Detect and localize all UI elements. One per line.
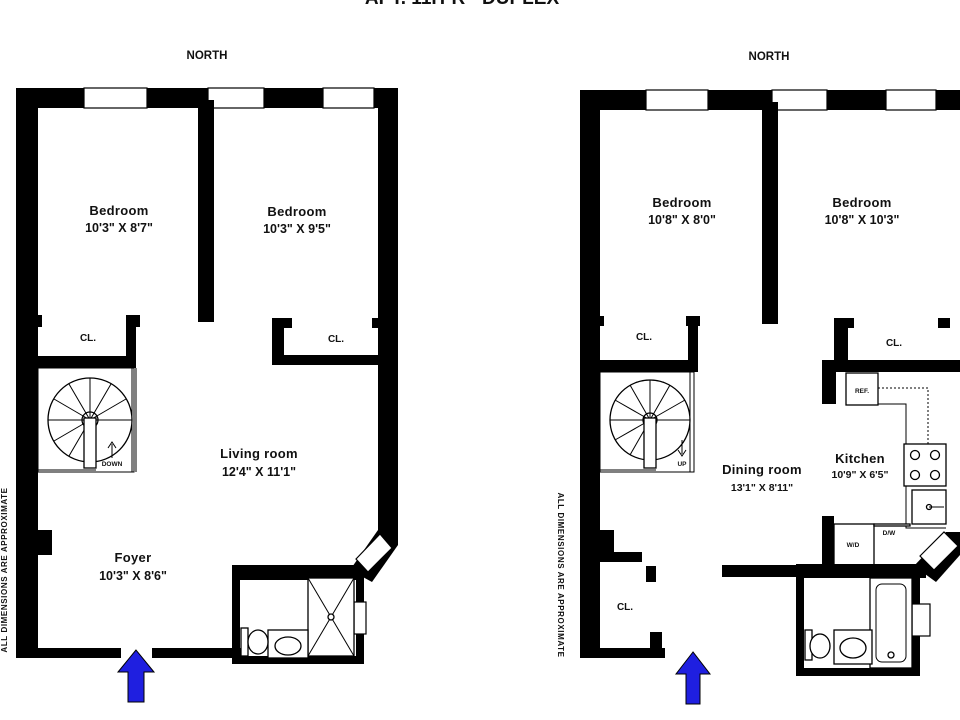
left-bedroom2-name: Bedroom [267, 204, 326, 219]
left-window-3 [322, 87, 375, 109]
right-toilet-bowl [809, 633, 831, 659]
left-stair-frame [37, 367, 135, 473]
left-window-2 [207, 87, 265, 109]
left-window-1 [83, 87, 148, 109]
dining-room-name: Dining room [722, 462, 802, 477]
right-bath-west [796, 564, 804, 676]
left-closet2-top-b [372, 318, 382, 328]
right-bedroom1-name: Bedroom [652, 195, 711, 210]
right-closet2-bottom [834, 360, 960, 372]
right-closet3-top [598, 552, 642, 562]
left-spiral-stair [47, 377, 133, 469]
wd-label: W/D [847, 542, 860, 549]
left-bottom-wall-a [16, 648, 121, 658]
right-diagonal-window [919, 531, 959, 571]
dining-room-dims: 13'1" X 8'11" [731, 482, 793, 494]
right-west-wall [580, 90, 600, 658]
left-west-wall [16, 88, 38, 658]
left-floor-plan: NORTH [16, 50, 398, 703]
left-diagonal-window [355, 533, 393, 573]
kitchen-west-wall-b [822, 516, 834, 568]
left-closet2-bottom [272, 355, 384, 365]
right-stair-label: UP [677, 461, 687, 468]
right-spiral-stair [609, 379, 691, 469]
living-room-dims: 12'4" X 11'1" [222, 465, 296, 479]
right-entry-arrow [674, 651, 712, 705]
left-entry-arrow [116, 649, 156, 703]
right-window-3 [885, 89, 937, 111]
left-bedroom1-name: Bedroom [89, 203, 148, 218]
foyer-name: Foyer [115, 550, 152, 565]
dimensions-note-left: ALL DIMENSIONS ARE APPROXIMATE [0, 487, 9, 652]
kitchen-dashed-line [878, 387, 929, 444]
left-closet1-east [126, 315, 136, 363]
left-closet1-label: CL. [80, 333, 96, 344]
plan-title: APT. 11H-R - DUPLEX [365, 0, 560, 9]
left-stair-label: DOWN [102, 461, 123, 468]
right-bedroom1-dims: 10'8" X 8'0" [648, 213, 716, 227]
left-bottom-wall-b [152, 648, 242, 658]
foyer-dims: 10'3" X 8'6" [99, 569, 167, 583]
right-closet2-label: CL. [886, 338, 902, 349]
kitchen-west-wall-a [822, 360, 836, 404]
right-stair-arrow [677, 440, 687, 457]
right-bath-top [796, 564, 926, 578]
ref-label: REF. [855, 388, 869, 395]
right-bedroom2-name: Bedroom [832, 195, 891, 210]
right-bath-bottom [796, 668, 920, 676]
dishwasher-cabinet [873, 523, 911, 527]
right-window-2 [771, 89, 828, 111]
left-closet2-west [272, 318, 284, 364]
left-west-bump [36, 530, 52, 555]
left-closet2-label: CL. [328, 334, 344, 345]
right-closet1-east [688, 316, 698, 370]
stove [903, 443, 947, 487]
dw-label: D/W [883, 530, 897, 537]
left-bedroom-divider [198, 100, 214, 322]
left-stair-arrow [107, 441, 117, 458]
right-closet1-top-a [598, 316, 604, 326]
right-bath-window [911, 603, 931, 637]
right-bottom-wall-b [722, 565, 802, 577]
dimensions-note-right: ALL DIMENSIONS ARE APPROXIMATE [556, 492, 565, 657]
right-closet1-label: CL. [636, 332, 652, 343]
left-closet1-bottom [36, 356, 136, 368]
right-bedroom-divider [762, 102, 778, 324]
left-east-wall-upper [378, 88, 398, 533]
left-bedroom2-dims: 10'3" X 9'5" [263, 222, 331, 236]
right-bottom-wall-a [580, 648, 665, 658]
refrigerator [845, 372, 879, 406]
right-closet3-east-a [646, 566, 656, 582]
right-closet2-top-b [938, 318, 950, 328]
kitchen-name: Kitchen [835, 451, 885, 466]
left-bath-top [232, 565, 362, 580]
living-room-name: Living room [220, 446, 298, 461]
kitchen-dims: 10'9" X 6'5" [832, 469, 889, 481]
left-toilet-tank [240, 627, 249, 657]
right-bedroom2-dims: 10'8" X 10'3" [825, 213, 900, 227]
left-bedroom1-dims: 10'3" X 8'7" [85, 221, 153, 235]
right-closet3-label: CL. [617, 602, 633, 613]
north-label-right: NORTH [749, 51, 790, 63]
left-bath-bottom [232, 656, 364, 664]
right-west-bump [598, 530, 614, 552]
right-floor-plan: NORTH [580, 51, 960, 705]
right-closet2-west [834, 318, 848, 366]
left-closet1-top-a [36, 315, 42, 327]
right-closet1-bottom [598, 360, 698, 372]
right-window-1 [645, 89, 709, 111]
left-toilet-bowl [247, 629, 269, 655]
left-bath-window [353, 601, 367, 635]
right-closet3-east-b [650, 632, 662, 648]
north-label-left: NORTH [187, 50, 228, 62]
washer-dryer [833, 523, 875, 567]
left-bath-west [232, 565, 240, 658]
